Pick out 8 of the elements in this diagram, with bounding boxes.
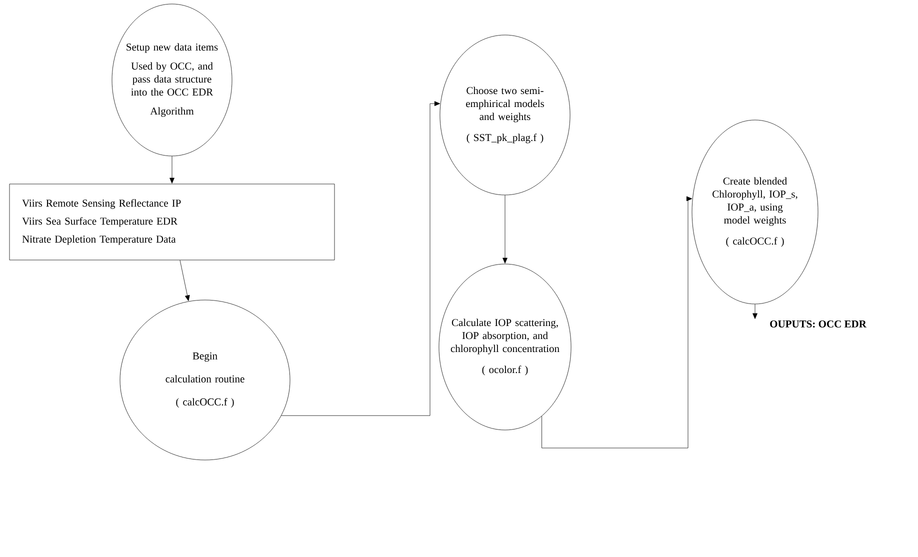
arrow — [170, 156, 174, 184]
arrow — [180, 260, 190, 301]
arrow — [752, 304, 758, 319]
data-box: Viirs Remote Sensing Reflectance IP Viirs Sea Surface Temperature EDR Nitrate Depletion Temperature Data — [9, 184, 335, 260]
arrow — [542, 196, 692, 448]
arrow — [502, 195, 508, 264]
output-label: OUPUTS: OCC EDR — [770, 320, 866, 328]
arrow — [281, 101, 440, 416]
